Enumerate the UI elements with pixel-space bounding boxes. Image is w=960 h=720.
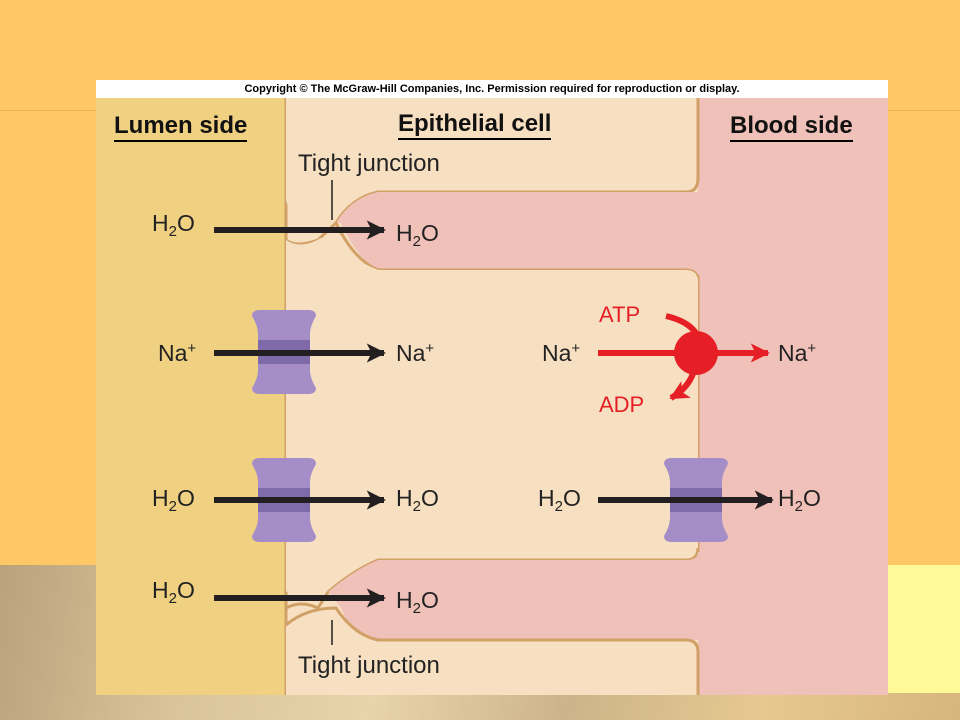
formula-o: O — [176, 210, 195, 236]
formula-o: O — [562, 485, 581, 511]
water-label-cell-bottom: H2O — [396, 587, 439, 617]
sodium-label-cell-right: Na+ — [542, 340, 580, 367]
formula-na: Na — [158, 340, 188, 366]
formula-o: O — [420, 587, 439, 613]
formula-o: O — [176, 577, 195, 603]
middle-cell-shape — [286, 238, 698, 592]
formula-h: H — [778, 485, 795, 511]
adp-arrow-out — [669, 359, 699, 401]
figure-canvas — [96, 98, 888, 695]
formula-subscript: 2 — [168, 498, 177, 515]
formula-subscript: 2 — [168, 223, 177, 240]
water-label-lumen-mid: H2O — [152, 485, 195, 515]
lumen-side-header: Lumen side — [114, 112, 248, 142]
formula-subscript: 2 — [554, 498, 563, 515]
water-label-cell-top: H2O — [396, 220, 439, 250]
formula-charge: + — [807, 340, 817, 357]
formula-na: Na — [542, 340, 572, 366]
upper-lateral-space — [336, 192, 888, 282]
tight-junction-label-top: Tight junction — [298, 150, 440, 177]
formula-charge: + — [425, 340, 435, 357]
formula-na: Na — [396, 340, 426, 366]
formula-h: H — [396, 485, 413, 511]
formula-o: O — [176, 485, 195, 511]
formula-h: H — [152, 485, 169, 511]
atp-label: ATP — [599, 302, 641, 327]
background-strip — [888, 565, 960, 693]
water-label-lumen-bottom: H2O — [152, 577, 195, 607]
lower-cell-shape — [286, 608, 698, 695]
formula-subscript: 2 — [794, 498, 803, 515]
formula-charge: + — [187, 340, 197, 357]
water-label-lumen-top: H2O — [152, 210, 195, 240]
water-label-blood: H2O — [778, 485, 821, 515]
sodium-label-blood: Na+ — [778, 340, 816, 367]
epithelial-cell-header: Epithelial cell — [398, 110, 552, 140]
formula-o: O — [802, 485, 821, 511]
formula-h: H — [396, 587, 413, 613]
formula-h: H — [152, 577, 169, 603]
lower-cell-edge — [285, 606, 700, 695]
sodium-pump-icon — [674, 331, 718, 375]
formula-subscript: 2 — [412, 498, 421, 515]
lower-junction-edge — [285, 591, 330, 610]
sodium-label-lumen: Na+ — [158, 340, 196, 367]
copyright-notice: Copyright © The McGraw-Hill Companies, I… — [96, 80, 888, 98]
formula-h: H — [152, 210, 169, 236]
water-label-cell-mid: H2O — [396, 485, 439, 515]
sodium-label-cell-left: Na+ — [396, 340, 434, 367]
blood-side-header: Blood side — [730, 112, 853, 142]
formula-na: Na — [778, 340, 808, 366]
formula-h: H — [538, 485, 555, 511]
tight-junction-label-bottom: Tight junction — [298, 652, 440, 679]
formula-h: H — [396, 220, 413, 246]
lower-lateral-space — [328, 552, 888, 640]
adp-label: ADP — [599, 392, 645, 417]
formula-subscript: 2 — [412, 233, 421, 250]
formula-o: O — [420, 485, 439, 511]
atp-arrow-in — [665, 313, 703, 349]
formula-charge: + — [571, 340, 581, 357]
transport-figure: Copyright © The McGraw-Hill Companies, I… — [96, 80, 888, 695]
formula-subscript: 2 — [168, 590, 177, 607]
water-label-cell-right: H2O — [538, 485, 581, 515]
formula-subscript: 2 — [412, 600, 421, 617]
formula-o: O — [420, 220, 439, 246]
